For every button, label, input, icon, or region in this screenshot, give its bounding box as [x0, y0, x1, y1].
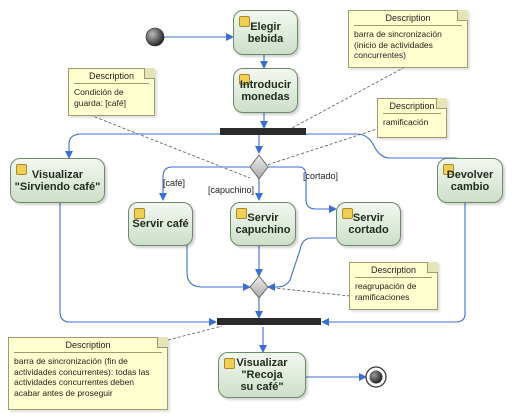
note-fold	[457, 10, 468, 21]
action-icon	[134, 208, 145, 219]
guard-capuchino: [capuchino]	[208, 185, 255, 195]
action-servir-cortado[interactable]: Servir cortado	[336, 202, 401, 246]
action-label: Visualizar "Sirviendo café"	[14, 168, 101, 193]
note-body: ramificación	[383, 117, 429, 127]
action-label: Visualizar "Recoja su café"	[236, 357, 288, 393]
action-label: Servir cortado	[348, 212, 389, 236]
connector-sync-fin	[167, 325, 223, 341]
note-body: barra de sincronización (inicio de activ…	[354, 29, 442, 60]
action-servir-cafe[interactable]: Servir café	[128, 202, 193, 246]
initial-node	[145, 27, 165, 47]
action-label: Introducir monedas	[239, 78, 292, 103]
note-title: Description	[88, 71, 135, 81]
note-fold	[427, 262, 438, 273]
action-label: Elegir bebida	[247, 20, 284, 45]
action-icon	[443, 164, 454, 175]
action-servir-capuchino[interactable]: Servir capuchino	[230, 202, 296, 246]
action-elegir-bebida[interactable]: Elegir bebida	[233, 10, 298, 55]
note-title: Description	[370, 265, 417, 275]
action-label: Servir capuchino	[235, 212, 291, 236]
flow-visualizar-join	[59, 203, 217, 326]
note-separator	[355, 277, 432, 278]
final-node	[365, 366, 387, 388]
note-separator	[74, 83, 149, 84]
action-visualizar-sirviendo[interactable]: Visualizar "Sirviendo café"	[10, 158, 105, 203]
flow-cortado-merge	[267, 237, 336, 291]
note-fold	[436, 98, 447, 109]
note-separator	[383, 113, 441, 114]
note-reagrupacion: Description reagrupación de ramificacion…	[349, 262, 438, 310]
guard-cafe: [café]	[163, 178, 186, 188]
note-title: Description	[389, 101, 435, 111]
action-icon	[342, 208, 353, 219]
action-icon	[239, 74, 250, 85]
note-fold	[144, 68, 155, 79]
note-separator	[14, 352, 162, 353]
flow-devolver-join	[321, 202, 466, 326]
connector-sync-inicio	[291, 66, 406, 129]
note-sync-fin: Description barra de sincronización (fin…	[8, 337, 168, 410]
note-body: Condición de guarda: [café]	[74, 87, 126, 108]
guard-cortado: [cortado]	[303, 171, 339, 181]
flow-decision-cafe	[159, 166, 250, 201]
note-title: Description	[65, 340, 111, 350]
action-icon	[16, 164, 27, 175]
note-title: Description	[385, 13, 431, 23]
action-icon	[239, 16, 250, 27]
flow-decision-cortado	[268, 166, 337, 213]
note-guarda: Description Condición de guarda: [café]	[68, 68, 155, 116]
flow-fork-devolver	[280, 133, 468, 167]
action-label: Devolver cambio	[446, 168, 494, 193]
action-introducir-monedas[interactable]: Introducir monedas	[233, 68, 298, 113]
note-body: reagrupación de ramificaciones	[355, 281, 417, 302]
action-visualizar-recoja[interactable]: Visualizar "Recoja su café"	[218, 352, 306, 398]
merge-node	[249, 275, 269, 299]
connector-reagrupacion	[264, 286, 351, 297]
action-label: Servir café	[132, 218, 189, 230]
note-sync-inicio: Description barra de sincronización (ini…	[348, 10, 468, 68]
decision-node	[249, 154, 269, 180]
note-ramificacion: Description ramificación	[377, 98, 447, 138]
connector-guarda	[89, 114, 251, 179]
action-devolver-cambio[interactable]: Devolver cambio	[437, 158, 503, 203]
fork-bar	[220, 128, 306, 135]
note-fold	[157, 337, 168, 348]
flow-cafe-merge	[186, 244, 251, 291]
note-separator	[354, 25, 462, 26]
note-body: barra de sincronización (fin de activida…	[14, 356, 150, 398]
action-icon	[224, 358, 235, 369]
join-bar	[217, 318, 321, 325]
action-icon	[236, 208, 247, 219]
flow-fork-visualizar	[65, 133, 247, 159]
